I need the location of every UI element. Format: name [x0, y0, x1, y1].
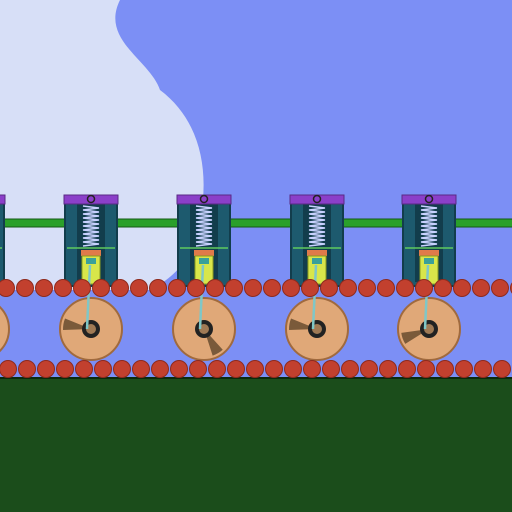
engine-unit — [0, 194, 79, 353]
chain-bead-icon — [0, 279, 15, 297]
chain-bead-icon — [111, 279, 129, 297]
spring-icon — [82, 205, 100, 247]
spring-icon — [195, 205, 213, 247]
piston-ring — [307, 250, 327, 256]
cylinder-body — [0, 197, 5, 287]
chain-bead-icon — [322, 360, 340, 378]
connector-rod — [448, 218, 512, 228]
chain-bead-icon — [16, 279, 34, 297]
piston-ring — [194, 250, 214, 256]
chain-bead-icon — [301, 279, 319, 297]
chain-bead-icon — [246, 360, 264, 378]
chain-bead-icon — [263, 279, 281, 297]
chain-bead-icon — [360, 360, 378, 378]
valve-icon — [424, 194, 434, 204]
chain-bead-icon — [75, 360, 93, 378]
valve-icon — [312, 194, 322, 204]
piston-window — [424, 258, 434, 264]
chain-bead-icon — [396, 279, 414, 297]
crank-rod — [423, 264, 430, 330]
chain-bead-icon — [206, 279, 224, 297]
ground — [0, 378, 512, 512]
chain-bead-icon — [225, 279, 243, 297]
hub-center — [199, 324, 209, 334]
chain-bead-icon — [320, 279, 338, 297]
chain-bead-icon — [92, 279, 110, 297]
piston-window — [312, 258, 322, 264]
chain-bead-icon — [453, 279, 471, 297]
spring-icon — [308, 205, 326, 247]
engine-unit — [59, 194, 192, 361]
chain-bead-icon — [474, 360, 492, 378]
chain-bead-icon — [339, 279, 357, 297]
valve-icon — [199, 194, 209, 204]
chain-bead-icon — [284, 360, 302, 378]
chain-bead-icon — [379, 360, 397, 378]
chain-bead-icon — [398, 360, 416, 378]
crank-rod — [198, 264, 205, 330]
crank-rod — [85, 264, 92, 330]
chain-bead-icon — [113, 360, 131, 378]
chain-bead-icon — [170, 360, 188, 378]
chain-row — [0, 360, 511, 378]
engine-units — [0, 194, 512, 361]
piston-ring — [81, 250, 101, 256]
piston-window — [86, 258, 96, 264]
chain-bead-icon — [436, 360, 454, 378]
hub-center — [424, 324, 434, 334]
chain-bead-icon — [208, 360, 226, 378]
cylinder-cap — [0, 194, 6, 205]
chain-bead-icon — [415, 279, 433, 297]
chain-bead-icon — [56, 360, 74, 378]
chain-row — [0, 279, 512, 297]
chains — [0, 279, 512, 378]
chain-bead-icon — [35, 279, 53, 297]
chain-bead-icon — [493, 360, 511, 378]
chain-bead-icon — [341, 360, 359, 378]
chain-bead-icon — [434, 279, 452, 297]
chain-bead-icon — [151, 360, 169, 378]
chain-bead-icon — [282, 279, 300, 297]
chain-bead-icon — [244, 279, 262, 297]
piston-window — [199, 258, 209, 264]
chain-bead-icon — [132, 360, 150, 378]
spring-icon — [420, 205, 438, 247]
chain-bead-icon — [189, 360, 207, 378]
chain-bead-icon — [472, 279, 490, 297]
chain-bead-icon — [265, 360, 283, 378]
cloud — [0, 0, 204, 290]
hub-center — [312, 324, 322, 334]
chain-bead-icon — [0, 360, 17, 378]
chain-bead-icon — [455, 360, 473, 378]
crank-rod — [311, 264, 318, 330]
valve-icon — [86, 194, 96, 204]
chain-bead-icon — [54, 279, 72, 297]
chain-bead-icon — [358, 279, 376, 297]
chain-bead-icon — [130, 279, 148, 297]
chain-bead-icon — [417, 360, 435, 378]
chain-bead-icon — [168, 279, 186, 297]
chain-bead-icon — [37, 360, 55, 378]
engine-unit — [172, 194, 305, 361]
chain-bead-icon — [303, 360, 321, 378]
chain-bead-icon — [73, 279, 91, 297]
chain-bead-icon — [377, 279, 395, 297]
chain-bead-icon — [149, 279, 167, 297]
chain-bead-icon — [18, 360, 36, 378]
chain-bead-icon — [227, 360, 245, 378]
hub-center — [86, 324, 96, 334]
chain-bead-icon — [187, 279, 205, 297]
engine-unit — [285, 194, 418, 361]
flywheel-icon — [0, 305, 10, 353]
engine-unit — [397, 194, 512, 361]
chain-bead-icon — [491, 279, 509, 297]
piston-ring — [419, 250, 439, 256]
chain-bead-icon — [94, 360, 112, 378]
